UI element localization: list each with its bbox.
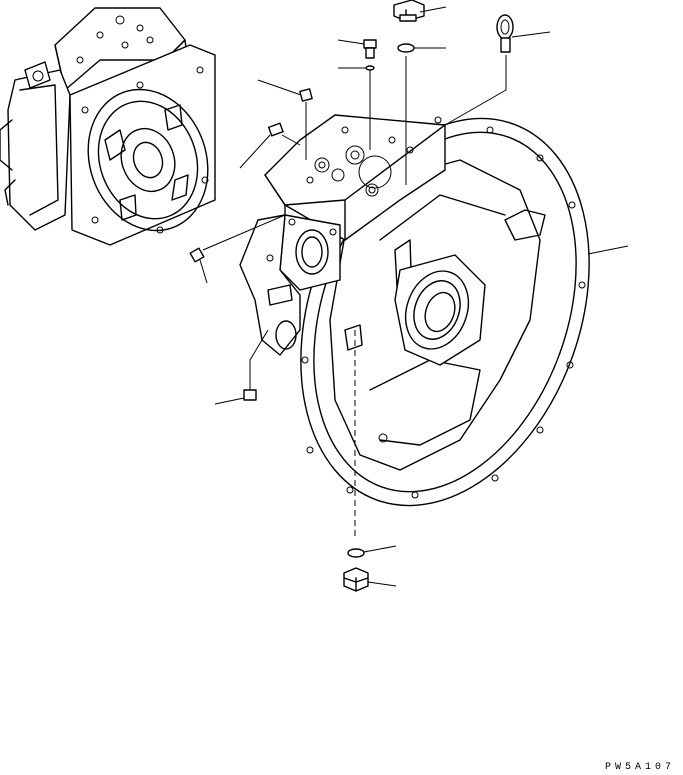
- bolt-top: [363, 39, 377, 59]
- o-ring-top: [397, 43, 415, 53]
- flywheel-housing: [239, 114, 590, 507]
- pump-assembly-overview: [0, 7, 216, 246]
- leader-drain-plug-top: [419, 6, 447, 13]
- leader-bolt-left: [199, 259, 208, 284]
- leader-bolt-upper-left: [257, 79, 302, 96]
- drain-plug-bottom: [343, 567, 369, 592]
- leader-bolt-lower-left: [214, 397, 245, 405]
- leader-flywheel-housing: [587, 245, 629, 255]
- center-line-small-pin: [281, 134, 301, 146]
- leader-bolt-small-pin: [239, 134, 271, 169]
- bolt-small-pin: [267, 122, 284, 137]
- washer-top: [365, 65, 375, 71]
- eye-bolt: [496, 14, 514, 53]
- leader-eye-bolt: [511, 31, 551, 38]
- diagram-code: PW5A107: [604, 762, 675, 773]
- eye-bolt-center-line: [444, 55, 507, 126]
- bolt-lower-left: [243, 389, 257, 401]
- center-line-bolt-left: [202, 214, 286, 251]
- center-line-bolt-lower-left: [249, 329, 269, 390]
- o-ring-bottom: [347, 548, 365, 558]
- bolt-upper-left: [299, 88, 313, 102]
- leader-o-ring-bottom: [363, 545, 397, 553]
- leader-drain-plug-bottom: [367, 581, 397, 587]
- leader-bolt-top: [337, 39, 365, 45]
- drain-plug-top: [393, 0, 425, 22]
- bolt-left: [189, 247, 205, 263]
